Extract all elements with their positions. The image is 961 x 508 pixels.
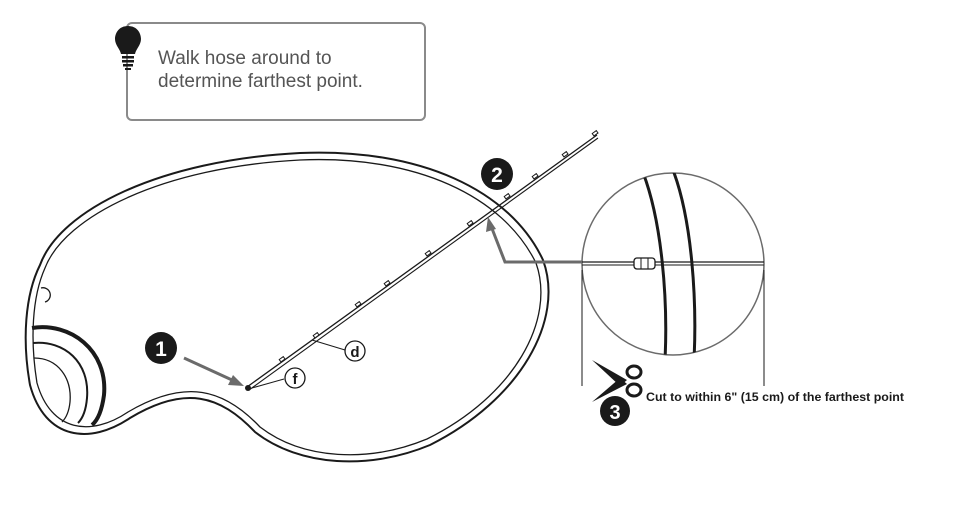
label-f-circle <box>284 367 306 389</box>
skimmer-notch <box>40 287 51 303</box>
label-d-leader <box>311 339 346 351</box>
hose-fitting <box>245 385 251 391</box>
tip-text-line1: Walk hose around to <box>158 48 332 69</box>
pool-steps-outer <box>31 325 107 427</box>
step-2-arrowhead <box>486 217 496 232</box>
step-3-number: 3 <box>609 402 620 424</box>
label-d-text: d <box>350 344 359 361</box>
hose-line-a <box>246 134 598 388</box>
label-f-leader <box>251 378 285 389</box>
step-2-number: 2 <box>491 164 503 187</box>
step-1-arrow-shaft <box>183 356 233 382</box>
tip-text: Walk hose around to determine farthest p… <box>158 47 418 93</box>
hose-segment-markers <box>278 129 599 363</box>
step-1-number: 1 <box>155 338 167 361</box>
scissors-icon <box>592 360 643 402</box>
lightbulb-icon <box>115 26 141 70</box>
step-2-badge <box>481 158 513 190</box>
label-f-text: f <box>293 371 299 388</box>
pool-steps-middle <box>32 341 89 424</box>
detail-wall-line-a <box>640 173 668 355</box>
tip-box <box>126 22 426 121</box>
label-d-circle <box>344 340 366 362</box>
pool-outline-inner <box>32 158 542 456</box>
step-2-connector <box>489 225 582 264</box>
detail-wall-line-b <box>671 173 697 355</box>
step-3-badge <box>600 396 630 426</box>
cut-instruction: Cut to within 6" (15 cm) of the farthest… <box>646 390 904 404</box>
pool-steps-inner <box>33 357 71 423</box>
step-1-badge <box>145 332 177 364</box>
pool-outline-outer <box>24 151 550 463</box>
detail-magnifier-circle <box>581 172 765 356</box>
tip-text-line2: determine farthest point. <box>158 71 363 92</box>
hose-line-b <box>248 137 599 391</box>
detail-hose-connector <box>633 257 656 270</box>
step-1-arrowhead <box>228 375 244 386</box>
